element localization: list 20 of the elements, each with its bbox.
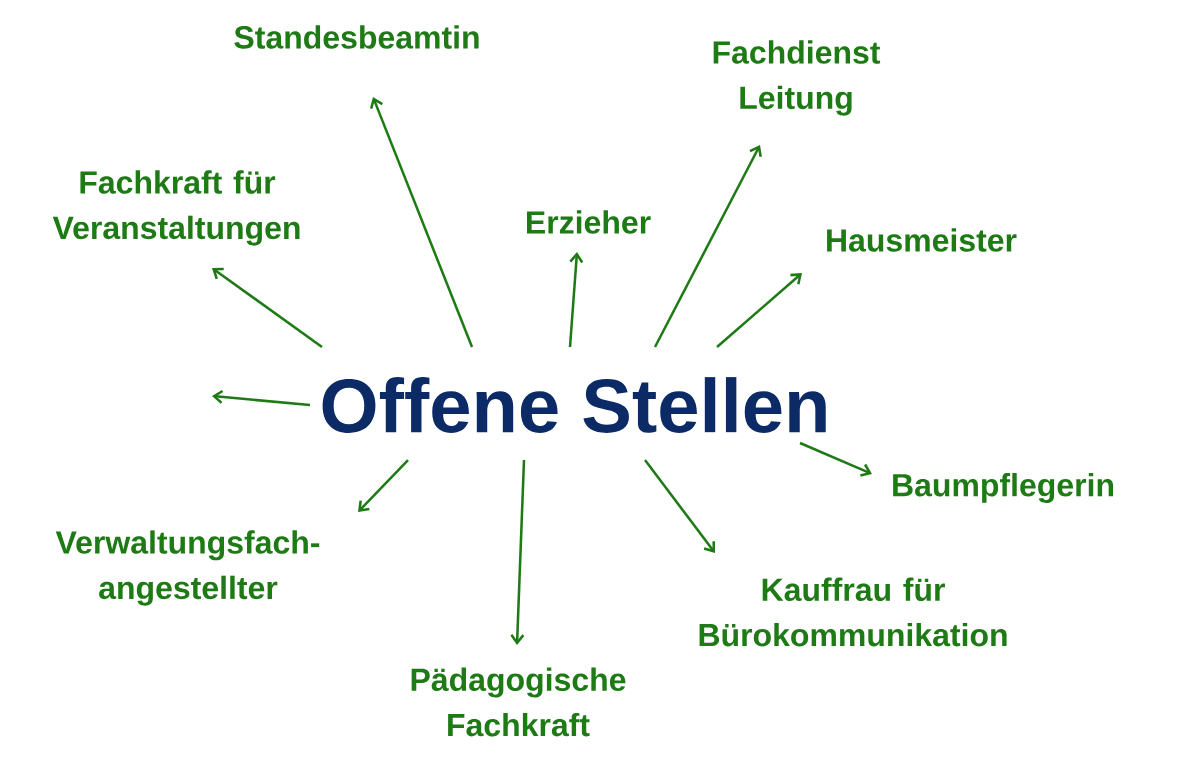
job-label: Verwaltungsfach- angestellter: [55, 530, 320, 606]
arrow: [212, 389, 311, 407]
job-label: Kauffrau für Bürokommunikation: [699, 577, 1007, 647]
arrow: [510, 459, 526, 645]
arrow: [212, 267, 323, 349]
arrow: [568, 252, 584, 348]
job-label: Erzieher: [527, 210, 651, 234]
arrow: [369, 97, 474, 348]
arrow: [653, 145, 762, 348]
job-label: Baumpflegerin: [893, 473, 1114, 503]
job-label: Pädagogische Fachkraft: [411, 667, 626, 737]
job-label: Fachkraft für Veranstaltungen: [52, 170, 300, 246]
arrow: [716, 273, 802, 348]
job-label: Standesbeamtin: [234, 25, 479, 49]
arrow: [644, 459, 715, 553]
job-label: Hausmeister: [827, 228, 1017, 252]
title-text: Offene Stellen: [322, 377, 826, 433]
arrow: [799, 441, 872, 477]
job-label: Fachdienst Leitung: [713, 40, 881, 116]
arrow: [358, 459, 409, 512]
